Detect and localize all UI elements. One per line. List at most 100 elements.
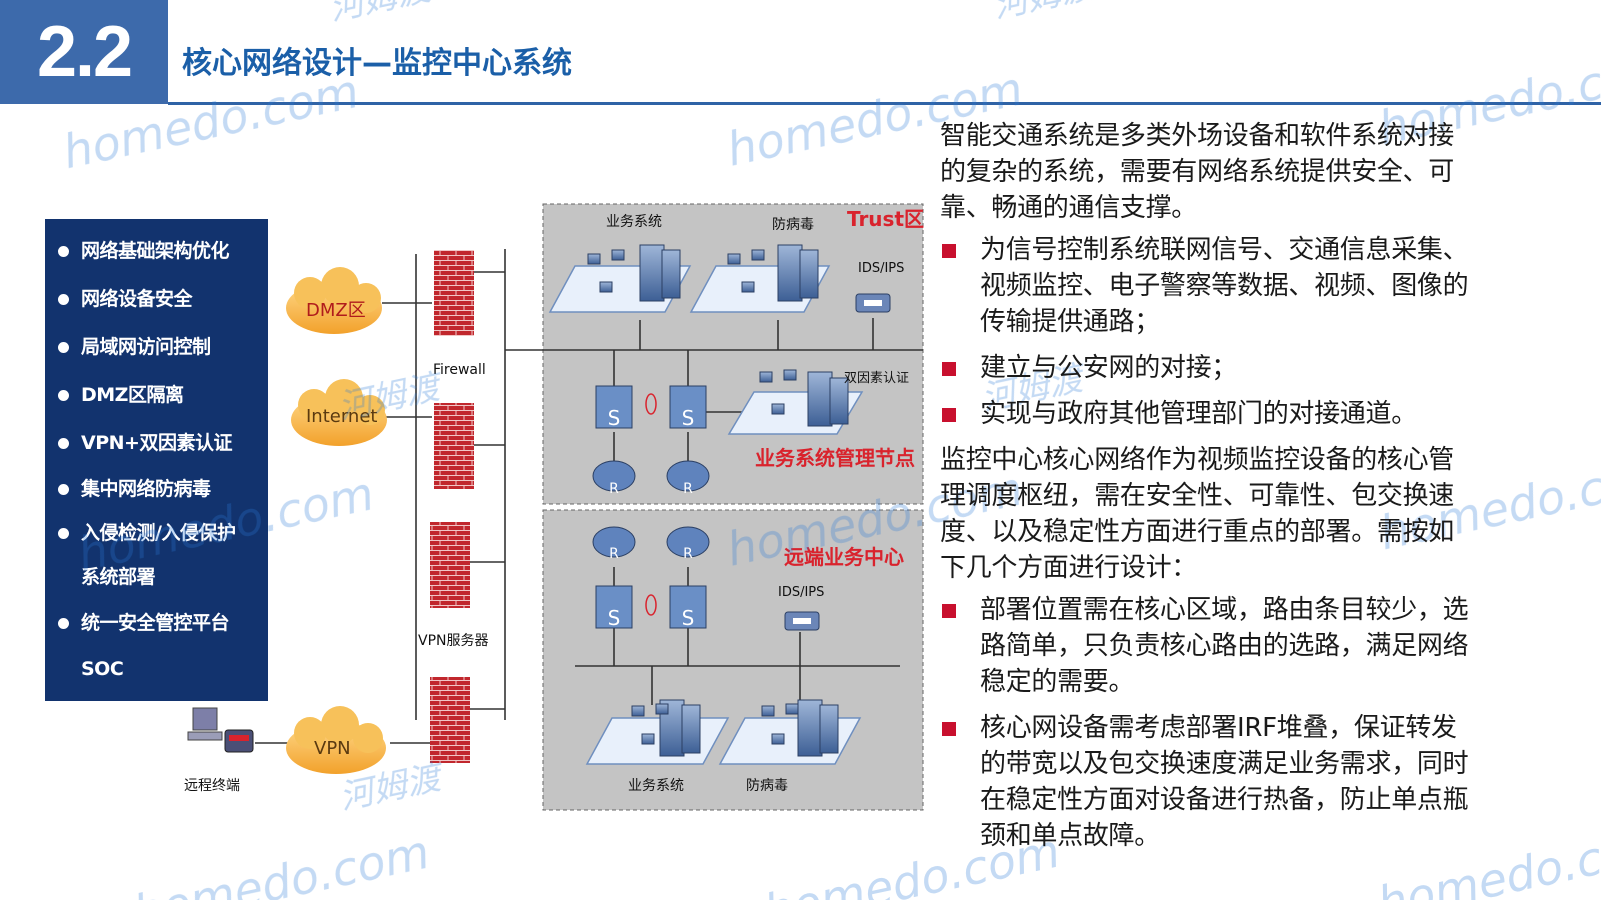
switch-trust-2 [669,385,707,429]
feature-label: 局域网访问控制 [81,336,211,358]
bullet-dot [58,618,69,629]
internet-label: Internet [306,406,377,427]
switch-remote-2 [669,585,707,629]
bullet-dot [58,528,69,539]
feature-label: 入侵检测/入侵保护 [81,522,236,544]
vpn-server-label: VPN服务器 [418,633,489,649]
feature-item: 系统部署 [45,555,268,599]
text-line: 理调度枢纽，需在安全性、可靠性、包交换速 [940,481,1455,511]
switch-label: S [608,406,621,430]
ids-ips-top-icon [855,293,891,313]
svg-text:homedo.com: homedo.com [58,64,363,179]
internet-cloud [291,379,387,446]
feature-item: VPN+双因素认证 [45,419,268,467]
text-line: 视频监控、电子警察等数据、视频、图像的 [980,271,1469,301]
section-number: 2.2 [0,0,168,104]
paragraph: 智能交通系统是多类外场设备和软件系统对接的复杂的系统，需要有网络系统提供安全、可… [940,118,1454,226]
svg-text:河姆渡: 河姆渡 [335,366,448,427]
svg-text:homedo.com: homedo.com [129,825,434,900]
page-title: 核心网络设计—监控中心系统 [182,46,572,81]
firewall-internet [434,403,474,489]
bullet-item: 为信号控制系统联网信号、交通信息采集、视频监控、电子警察等数据、视频、图像的传输… [942,232,1469,340]
feature-label: 集中网络防病毒 [81,478,211,500]
feature-item: 网络基础架构优化 [45,227,268,275]
bullet-square [942,244,956,258]
router-remote-2 [666,526,710,558]
antivirus-bottom-label: 防病毒 [746,778,788,794]
feature-item: SOC [45,647,268,691]
feature-label: 系统部署 [81,566,156,588]
remote-terminal-label: 远程终端 [184,778,240,794]
lan-business-bottom [585,717,730,765]
dmz-cloud [286,267,382,334]
text-line: 颈和单点故障。 [980,821,1160,851]
firewall-vpn-2 [430,677,470,763]
text-line: 路简单，只负责核心路由的选路，满足网络 [980,631,1469,661]
text-line: 核心网设备需考虑部署IRF堆叠，保证转发 [980,713,1457,743]
text-line: 在稳定性方面对设备进行热备，防止单点瓶 [980,785,1469,815]
router-label: R [609,546,619,562]
vpn-cloud [286,706,386,774]
paragraph: 监控中心核心网络作为视频监控设备的核心管理调度枢纽，需在安全性、可靠性、包交换速… [940,442,1454,586]
router-remote-1 [592,526,636,558]
text-line: 实现与政府其他管理部门的对接通道。 [980,399,1417,429]
switch-label: S [608,606,621,630]
bullet-dot [58,342,69,353]
trust-zone-label: Trust区 [847,207,924,231]
vpn-label: VPN [314,738,351,759]
router-label: R [609,481,619,497]
business-system-bottom-label: 业务系统 [628,778,684,794]
router-trust-2 [666,460,710,492]
svg-text:homedo.com: homedo.com [73,466,378,581]
remote-center-label: 远端业务中心 [784,545,904,569]
feature-label: 网络设备安全 [81,288,193,310]
firewall-label: Firewall [433,362,486,378]
feature-item: 局域网访问控制 [45,323,268,371]
text-line: 智能交通系统是多类外场设备和软件系统对接 [940,121,1455,151]
feature-item: 统一安全管控平台 [45,599,268,647]
lan-antivirus-bottom [718,717,862,765]
bullet-dot [58,294,69,305]
svg-text:河姆渡: 河姆渡 [990,0,1103,27]
antivirus-top-label: 防病毒 [772,217,814,233]
header-divider [168,102,1601,105]
text-line: 稳定的需要。 [980,667,1135,697]
bullet-dot [58,390,69,401]
router-trust-1 [592,460,636,492]
firewall-vpn-1 [430,522,470,608]
bullet-item: 建立与公安网的对接； [942,350,1238,386]
text-line: 的复杂的系统，需要有网络系统提供安全、可 [940,157,1455,187]
bullet-dot [58,484,69,495]
feature-item: 集中网络防病毒 [45,467,268,511]
text-line: 的带宽以及包交换速度满足业务需求，同时 [980,749,1469,779]
feature-label: 统一安全管控平台 [81,612,230,634]
ids-ips-top-label: IDS/IPS [858,261,904,276]
text-line: 部署位置需在核心区域，路由条目较少，选 [980,595,1469,625]
bullet-square [942,604,956,618]
text-line: 传输提供通路； [980,307,1160,337]
ids-ips-bottom-label: IDS/IPS [778,585,824,600]
mgmt-node-label: 业务系统管理节点 [755,446,915,470]
feature-item: DMZ区隔离 [45,371,268,419]
text-line: 靠、畅通的通信支撑。 [940,193,1198,223]
bullet-item: 核心网设备需考虑部署IRF堆叠，保证转发的带宽以及包交换速度满足业务需求，同时在… [942,710,1469,854]
two-factor-label: 双因素认证 [844,371,909,386]
text-line: 度、以及稳定性方面进行重点的部署。需按如 [940,517,1455,547]
router-label: R [683,546,693,562]
text-line: 建立与公安网的对接； [980,353,1238,383]
switch-remote-1 [595,585,633,629]
bullet-square [942,722,956,736]
feature-item: 入侵检测/入侵保护 [45,511,268,555]
text-line: 为信号控制系统联网信号、交通信息采集、 [980,235,1469,265]
bullet-square [942,408,956,422]
bullet-item: 部署位置需在核心区域，路由条目较少，选路简单，只负责核心路由的选路，满足网络稳定… [942,592,1469,700]
remote-terminal-icon [187,707,254,753]
switch-label: S [682,406,695,430]
feature-item: 网络设备安全 [45,275,268,323]
feature-label: 网络基础架构优化 [81,240,230,262]
text-line: 监控中心核心网络作为视频监控设备的核心管 [940,445,1455,475]
svg-text:河姆渡: 河姆渡 [326,0,439,29]
